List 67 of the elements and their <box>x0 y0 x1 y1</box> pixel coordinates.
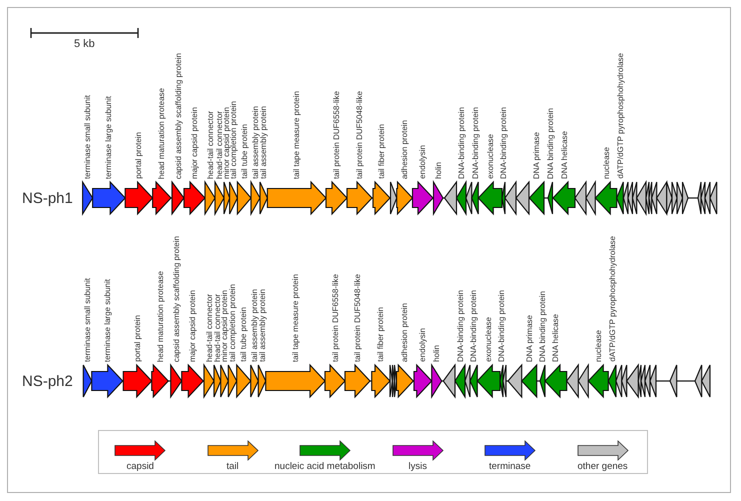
gene-label: terminase large subunit <box>102 278 112 362</box>
gene-label: head-tail connector <box>204 294 214 362</box>
gene-label: DNA helicase <box>560 130 568 179</box>
gene-label: tail protein DUF5048-like <box>353 274 362 362</box>
genome-name: NS-ph1 <box>22 190 73 206</box>
gene-label: head maturation protease <box>157 88 166 179</box>
gene-label: major capsid protein <box>188 290 197 362</box>
gene-label: tail completion protein <box>229 101 238 179</box>
gene-label: portal protein <box>134 132 144 179</box>
gene-label: DNA-binding protein <box>456 290 464 362</box>
gene-label: head-tail connector <box>212 294 222 362</box>
gene-label: tail tape measure protein <box>292 90 302 179</box>
gene-label: tail tube protein <box>239 307 248 362</box>
gene-label: DNA-binding protein <box>469 290 478 362</box>
gene-label: DNA-binding protein <box>470 106 480 179</box>
gene-label: holin <box>432 345 442 362</box>
gene-label: nuclease <box>594 330 603 362</box>
gene-label: tail assembly protein <box>251 106 260 179</box>
gene-label: endolysin <box>418 145 428 179</box>
gene-label: minor capsid protein <box>220 290 229 362</box>
scale-label: 5 kb <box>74 38 95 51</box>
gene-label: adhesion protein <box>400 120 410 179</box>
gene-label: tail protein DUF6558-like <box>332 90 341 179</box>
gene-label: DNA helicase <box>551 314 560 362</box>
gene-label: DNA binding protein <box>546 108 555 179</box>
gene-label: tail tube protein <box>240 124 249 179</box>
gene-label: nuclease <box>602 146 610 179</box>
gene-label: tail completion protein <box>228 284 237 362</box>
legend-label: nucleic acid metabolism <box>274 461 376 472</box>
gene-label: tail fiber protein <box>376 307 386 362</box>
gene-label: tail assembly protein <box>259 106 268 179</box>
legend-label: other genes <box>578 461 628 472</box>
gene-label: capsid assembly scaffolding protein <box>172 236 181 362</box>
legend-label: capsid <box>126 461 154 472</box>
gene-label: adhesion protein <box>400 302 410 362</box>
gene-label: terminase small subunit <box>83 94 92 179</box>
gene-label: head maturation protease <box>156 270 164 362</box>
gene-label: exonuclease <box>486 134 495 179</box>
gene-label: capsid assembly scaffolding protein <box>174 52 182 179</box>
gene-label: portal protein <box>133 315 142 362</box>
gene-label: minor capsid protein <box>222 106 232 179</box>
gene-label: DNA primase <box>532 132 542 179</box>
gene-label: DNA-binding protein <box>456 106 466 179</box>
gene-label: DNA binding protein <box>538 290 547 362</box>
gene-label: dATP/dGTP pyrophosphohydrolase <box>608 236 617 362</box>
gene-label: tail protein DUF5048-like <box>355 90 364 179</box>
legend-label: terminase <box>489 461 531 472</box>
gene-label: exonuclease <box>484 317 494 362</box>
gene-label: DNA-binding protein <box>499 106 508 179</box>
gene-label: dATP/dGTP pyrophosphohydrolase <box>616 53 624 179</box>
gene-label: holin <box>434 162 443 179</box>
gene-label: tail assembly protein <box>258 289 266 362</box>
gene-label: DNA primase <box>524 314 534 362</box>
gene-label: endolysin <box>418 328 428 362</box>
gene-label: tail protein DUF6558-like <box>330 274 340 362</box>
legend-label: tail <box>226 461 239 472</box>
gene-label: major capsid protein <box>190 106 199 179</box>
gene-label: terminase large subunit <box>104 96 114 179</box>
gene-label: tail fiber protein <box>377 124 386 179</box>
genome-name: NS-ph2 <box>22 372 73 390</box>
gene-label: tail tape measure protein <box>290 274 300 362</box>
gene-label: head-tail connector <box>215 110 224 179</box>
gene-label: head-tail connector <box>206 110 214 179</box>
gene-label: terminase small subunit <box>83 278 92 362</box>
gene-label: tail assembly protein <box>250 289 259 362</box>
gene-label: DNA-binding protein <box>497 290 506 362</box>
legend-label: lysis <box>408 461 427 472</box>
